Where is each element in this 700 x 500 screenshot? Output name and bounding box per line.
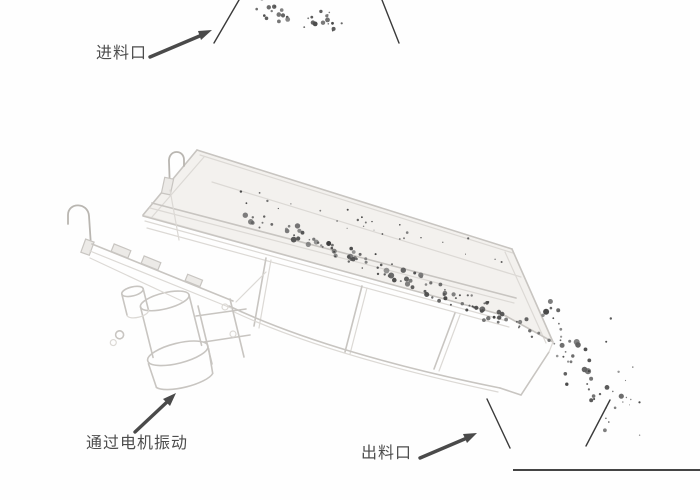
tray-particles-band bbox=[242, 202, 534, 338]
motor-vibration-label: 通过电机振动 bbox=[86, 435, 189, 452]
hopper-particles bbox=[255, 0, 343, 32]
tray-particles-light bbox=[239, 190, 503, 263]
feed-inlet-arrow bbox=[148, 30, 212, 59]
motor-vibration-arrow bbox=[133, 393, 176, 434]
vibration-motor bbox=[109, 271, 267, 391]
discharge-particles bbox=[537, 299, 624, 433]
feeder-machine-sketch bbox=[67, 149, 555, 396]
feed-hopper-outline bbox=[213, 0, 400, 44]
discharge-funnel-outline bbox=[486, 398, 611, 449]
base-frame bbox=[228, 305, 554, 396]
mounting-arm bbox=[89, 243, 234, 309]
discharge-outlet-label: 出料口 bbox=[361, 445, 413, 462]
discharge-outlet-arrow bbox=[418, 433, 477, 460]
feed-inlet-label: 进料口 bbox=[96, 45, 148, 62]
support-legs bbox=[253, 257, 461, 372]
discharge-particles-sparse bbox=[605, 317, 641, 436]
